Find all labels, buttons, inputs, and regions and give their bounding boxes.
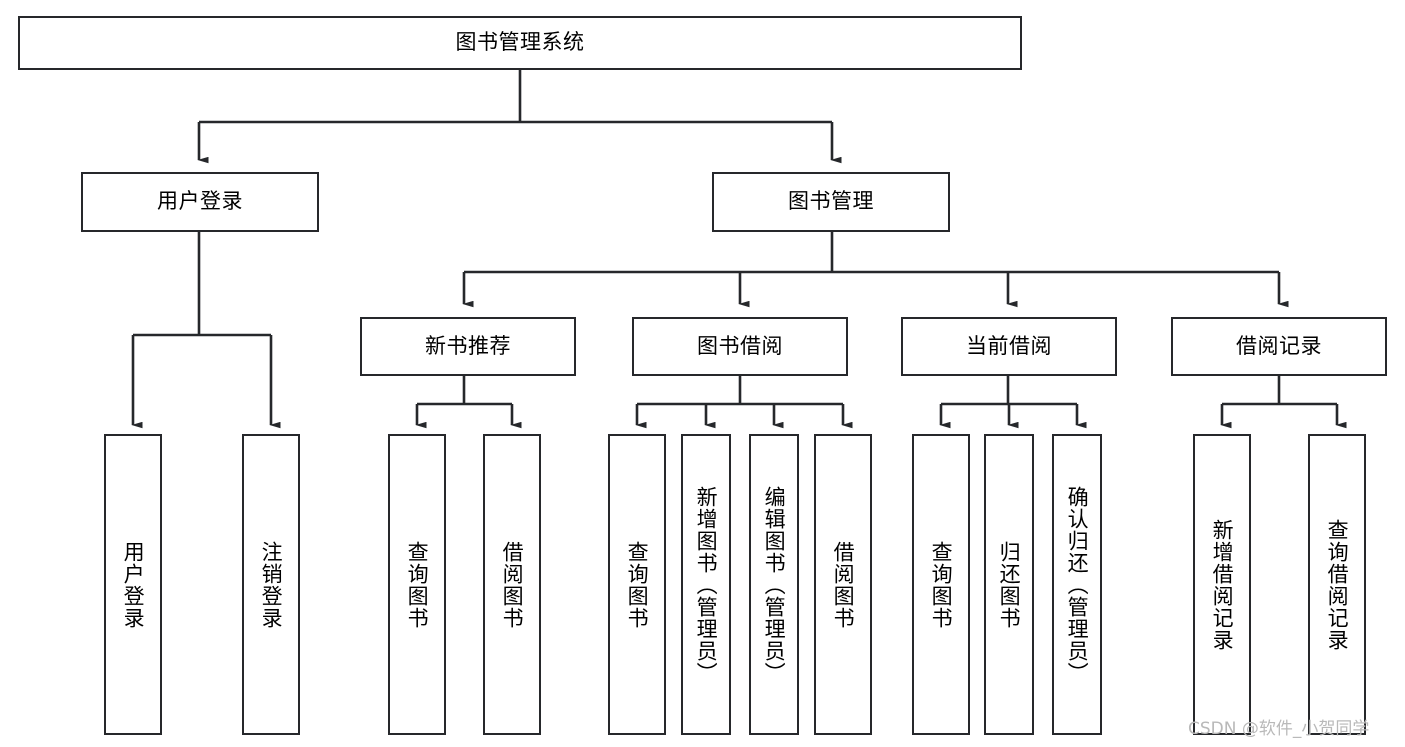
node-leaf-current-query-book-label: 查询图书 — [929, 540, 954, 629]
node-leaf-login-user-login-label: 用户登录 — [121, 540, 146, 629]
node-leaf-current-confirm-return-label: 确认归还（管理员） — [1065, 485, 1090, 684]
node-leaf-borrow-borrow-book[interactable]: 借阅图书 — [814, 434, 872, 735]
node-leaf-current-query-book[interactable]: 查询图书 — [912, 434, 970, 735]
node-user-login-label: 用户登录 — [157, 189, 243, 214]
node-leaf-record-add-record-label: 新增借阅记录 — [1210, 518, 1235, 651]
node-leaf-recommend-query-book[interactable]: 查询图书 — [388, 434, 446, 735]
node-leaf-current-confirm-return[interactable]: 确认归还（管理员） — [1052, 434, 1102, 735]
node-leaf-record-query-record-label: 查询借阅记录 — [1325, 518, 1350, 651]
node-leaf-borrow-query-book-label: 查询图书 — [625, 540, 650, 629]
node-leaf-recommend-query-book-label: 查询图书 — [405, 540, 430, 629]
node-borrow-record-label: 借阅记录 — [1236, 333, 1322, 358]
node-book-borrow-label: 图书借阅 — [697, 333, 783, 358]
node-leaf-logout[interactable]: 注销登录 — [242, 434, 300, 735]
node-root-label: 图书管理系统 — [455, 30, 585, 55]
node-leaf-current-return-book[interactable]: 归还图书 — [984, 434, 1034, 735]
node-new-book-recommend-label: 新书推荐 — [425, 333, 511, 358]
node-leaf-record-add-record[interactable]: 新增借阅记录 — [1193, 434, 1251, 735]
node-leaf-borrow-edit-book[interactable]: 编辑图书（管理员） — [749, 434, 799, 735]
node-leaf-recommend-borrow-book[interactable]: 借阅图书 — [483, 434, 541, 735]
node-leaf-current-return-book-label: 归还图书 — [997, 540, 1022, 629]
node-book-management-label: 图书管理 — [788, 189, 874, 214]
node-leaf-record-query-record[interactable]: 查询借阅记录 — [1308, 434, 1366, 735]
node-leaf-logout-label: 注销登录 — [259, 540, 284, 629]
node-current-borrow[interactable]: 当前借阅 — [901, 317, 1117, 376]
node-user-login[interactable]: 用户登录 — [81, 172, 319, 232]
node-current-borrow-label: 当前借阅 — [966, 333, 1052, 358]
node-leaf-borrow-query-book[interactable]: 查询图书 — [608, 434, 666, 735]
node-leaf-borrow-borrow-book-label: 借阅图书 — [831, 540, 856, 629]
node-new-book-recommend[interactable]: 新书推荐 — [360, 317, 576, 376]
node-leaf-borrow-add-book[interactable]: 新增图书（管理员） — [681, 434, 731, 735]
node-leaf-recommend-borrow-book-label: 借阅图书 — [500, 540, 525, 629]
node-book-management[interactable]: 图书管理 — [712, 172, 950, 232]
node-leaf-borrow-edit-book-label: 编辑图书（管理员） — [762, 485, 787, 684]
node-leaf-login-user-login[interactable]: 用户登录 — [104, 434, 162, 735]
node-book-borrow[interactable]: 图书借阅 — [632, 317, 848, 376]
node-root-library-system[interactable]: 图书管理系统 — [18, 16, 1022, 70]
node-leaf-borrow-add-book-label: 新增图书（管理员） — [694, 485, 719, 684]
node-borrow-record[interactable]: 借阅记录 — [1171, 317, 1387, 376]
